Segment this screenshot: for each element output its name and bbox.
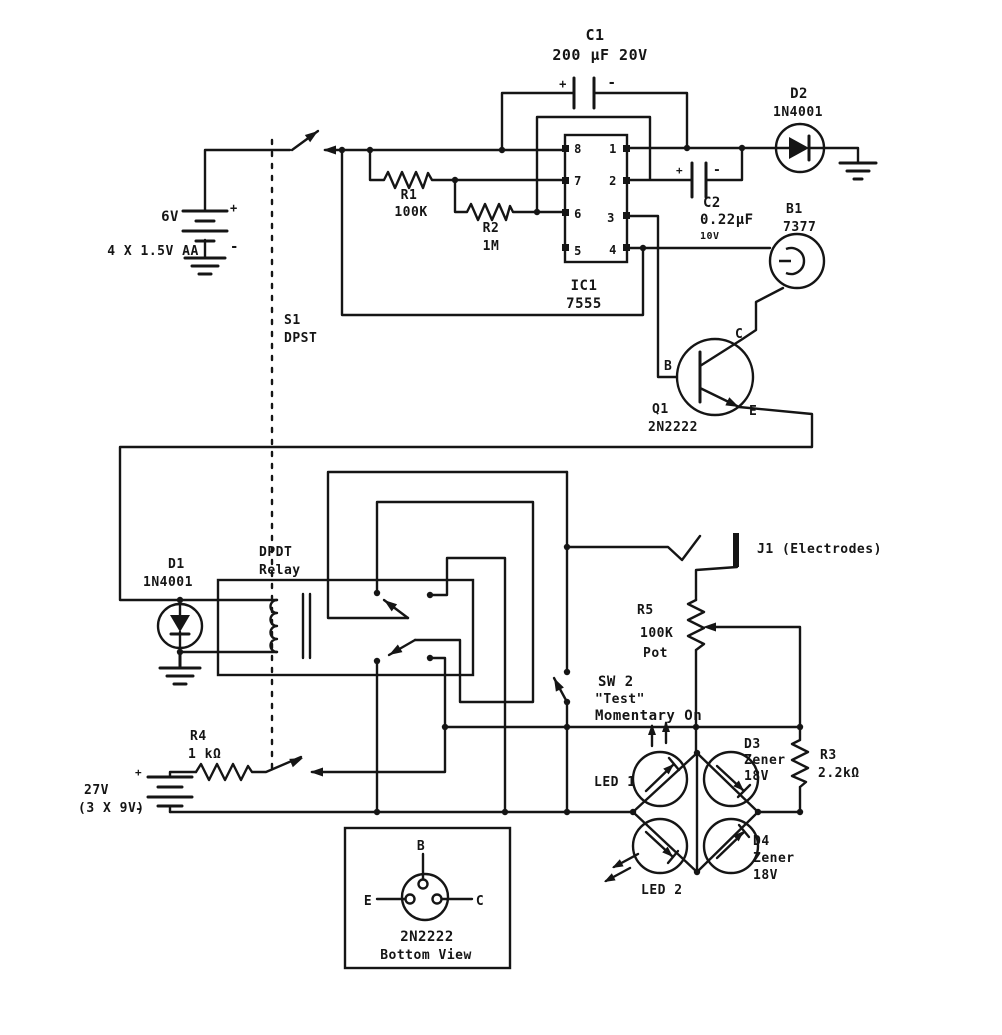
c1-minus: - xyxy=(608,75,617,91)
relay-label-2: Relay xyxy=(259,563,301,578)
capacitor-c1 xyxy=(572,76,596,110)
c2-voltage: 10V xyxy=(700,231,720,242)
q1-ref: Q1 xyxy=(652,402,669,417)
led1-symbol xyxy=(631,750,689,808)
r5-value: 100K xyxy=(640,626,673,641)
c2-value: 0.22µF xyxy=(700,212,754,228)
bat6-minus: - xyxy=(230,239,239,255)
r1-ref: R1 xyxy=(401,188,418,203)
transistor-bottom-view xyxy=(343,826,512,970)
d1-value: 1N4001 xyxy=(143,575,193,590)
ic1-pin1: 1 xyxy=(609,142,617,156)
r3-value: 2.2kΩ xyxy=(818,766,860,781)
led1-label: LED 1 xyxy=(594,775,636,790)
transistor-q1 xyxy=(675,337,755,417)
d2-value: 1N4001 xyxy=(773,105,823,120)
bat27-minus: - xyxy=(135,802,143,817)
diode-d1 xyxy=(156,602,204,686)
junction-dots xyxy=(176,144,804,876)
sw2-ref: SW 2 xyxy=(598,674,634,690)
ground-icon xyxy=(838,161,878,181)
ic1-7555 xyxy=(562,133,630,264)
bottom-view-subtitle: Bottom View xyxy=(380,948,472,963)
bat27-plus: + xyxy=(135,766,142,779)
c2-plus: + xyxy=(676,164,683,177)
j1-label: J1 (Electrodes) xyxy=(757,542,882,557)
bat6-voltage: 6V xyxy=(161,209,179,225)
r2-ref: R2 xyxy=(483,221,500,236)
relay-coil xyxy=(269,598,279,654)
sw2-type: Momentary On xyxy=(595,708,702,724)
b1-ref: B1 xyxy=(786,202,803,217)
d2-ref: D2 xyxy=(790,86,808,102)
bat27-desc: (3 X 9V) xyxy=(78,801,145,816)
d3-type: Zener xyxy=(744,753,786,768)
c2-minus: - xyxy=(713,163,721,178)
c2-ref: C2 xyxy=(703,195,721,211)
ic1-pin8: 8 xyxy=(574,142,582,156)
ic1-pin2: 2 xyxy=(609,174,617,188)
diode-d2 xyxy=(774,122,878,181)
d4-type: Zener xyxy=(753,851,795,866)
capacitor-c2 xyxy=(690,161,708,199)
arrowheads xyxy=(289,131,744,882)
s1-ref: S1 xyxy=(284,313,301,328)
q1-value: 2N2222 xyxy=(648,420,698,435)
bottom-view-e: E xyxy=(364,894,372,909)
bat6-desc: 4 X 1.5V AA xyxy=(107,244,199,259)
ic-pins xyxy=(562,145,630,251)
ic1-ref: IC1 xyxy=(571,278,598,294)
c1-value: 200 µF 20V xyxy=(552,46,647,64)
q1-collector-label: C xyxy=(735,327,743,342)
r4-ref: R4 xyxy=(190,729,207,744)
led2-label: LED 2 xyxy=(641,883,683,898)
r3-ref: R3 xyxy=(820,748,837,763)
ic1-pin3: 3 xyxy=(607,211,615,225)
b1-value: 7377 xyxy=(783,220,816,235)
ic1-pin5: 5 xyxy=(574,244,582,258)
c1-plus: + xyxy=(559,77,567,91)
r5-ref: R5 xyxy=(637,603,654,618)
relay-core xyxy=(301,592,312,660)
ic1-value: 7555 xyxy=(566,296,602,312)
battery-6v xyxy=(181,209,229,276)
d3-ref: D3 xyxy=(744,737,761,752)
wires xyxy=(118,91,860,874)
r5-type: Pot xyxy=(643,646,668,661)
ic1-pin4: 4 xyxy=(609,243,617,257)
d3-value: 18V xyxy=(744,769,769,784)
r1-value: 100K xyxy=(394,205,427,220)
bat27-voltage: 27V xyxy=(84,783,109,798)
buzzer-b1 xyxy=(768,232,826,290)
led2-symbol xyxy=(631,817,689,875)
bottom-view-b: B xyxy=(417,839,425,854)
d1-ref: D1 xyxy=(168,557,185,572)
bottom-view-title: 2N2222 xyxy=(400,929,454,945)
q1-emitter-label: E xyxy=(749,404,757,419)
d4-value: 18V xyxy=(753,868,778,883)
sw2-name: "Test" xyxy=(595,692,645,707)
r4-value: 1 kΩ xyxy=(188,747,221,762)
battery-27v xyxy=(146,775,194,808)
labels: C1 200 µF 20V + - D2 1N4001 + - 6V 4 X 1… xyxy=(78,26,882,963)
ic1-pin6: 6 xyxy=(574,207,582,221)
relay-dpdt xyxy=(216,578,475,677)
zener-d4-symbol xyxy=(702,817,760,875)
ground-icon xyxy=(183,256,227,276)
c1-ref: C1 xyxy=(585,26,604,44)
d4-ref: D4 xyxy=(753,834,770,849)
zener-d3-symbol xyxy=(702,750,760,808)
relay-label-1: DPDT xyxy=(259,545,292,560)
q1-base-label: B xyxy=(664,359,672,374)
s1-type: DPST xyxy=(284,331,317,346)
r2-value: 1M xyxy=(483,239,500,254)
bat6-plus: + xyxy=(230,201,238,215)
bottom-view-c: C xyxy=(476,894,484,909)
jack-j1 xyxy=(733,533,739,567)
ic1-pin7: 7 xyxy=(574,174,582,188)
ground-icon xyxy=(158,650,202,686)
